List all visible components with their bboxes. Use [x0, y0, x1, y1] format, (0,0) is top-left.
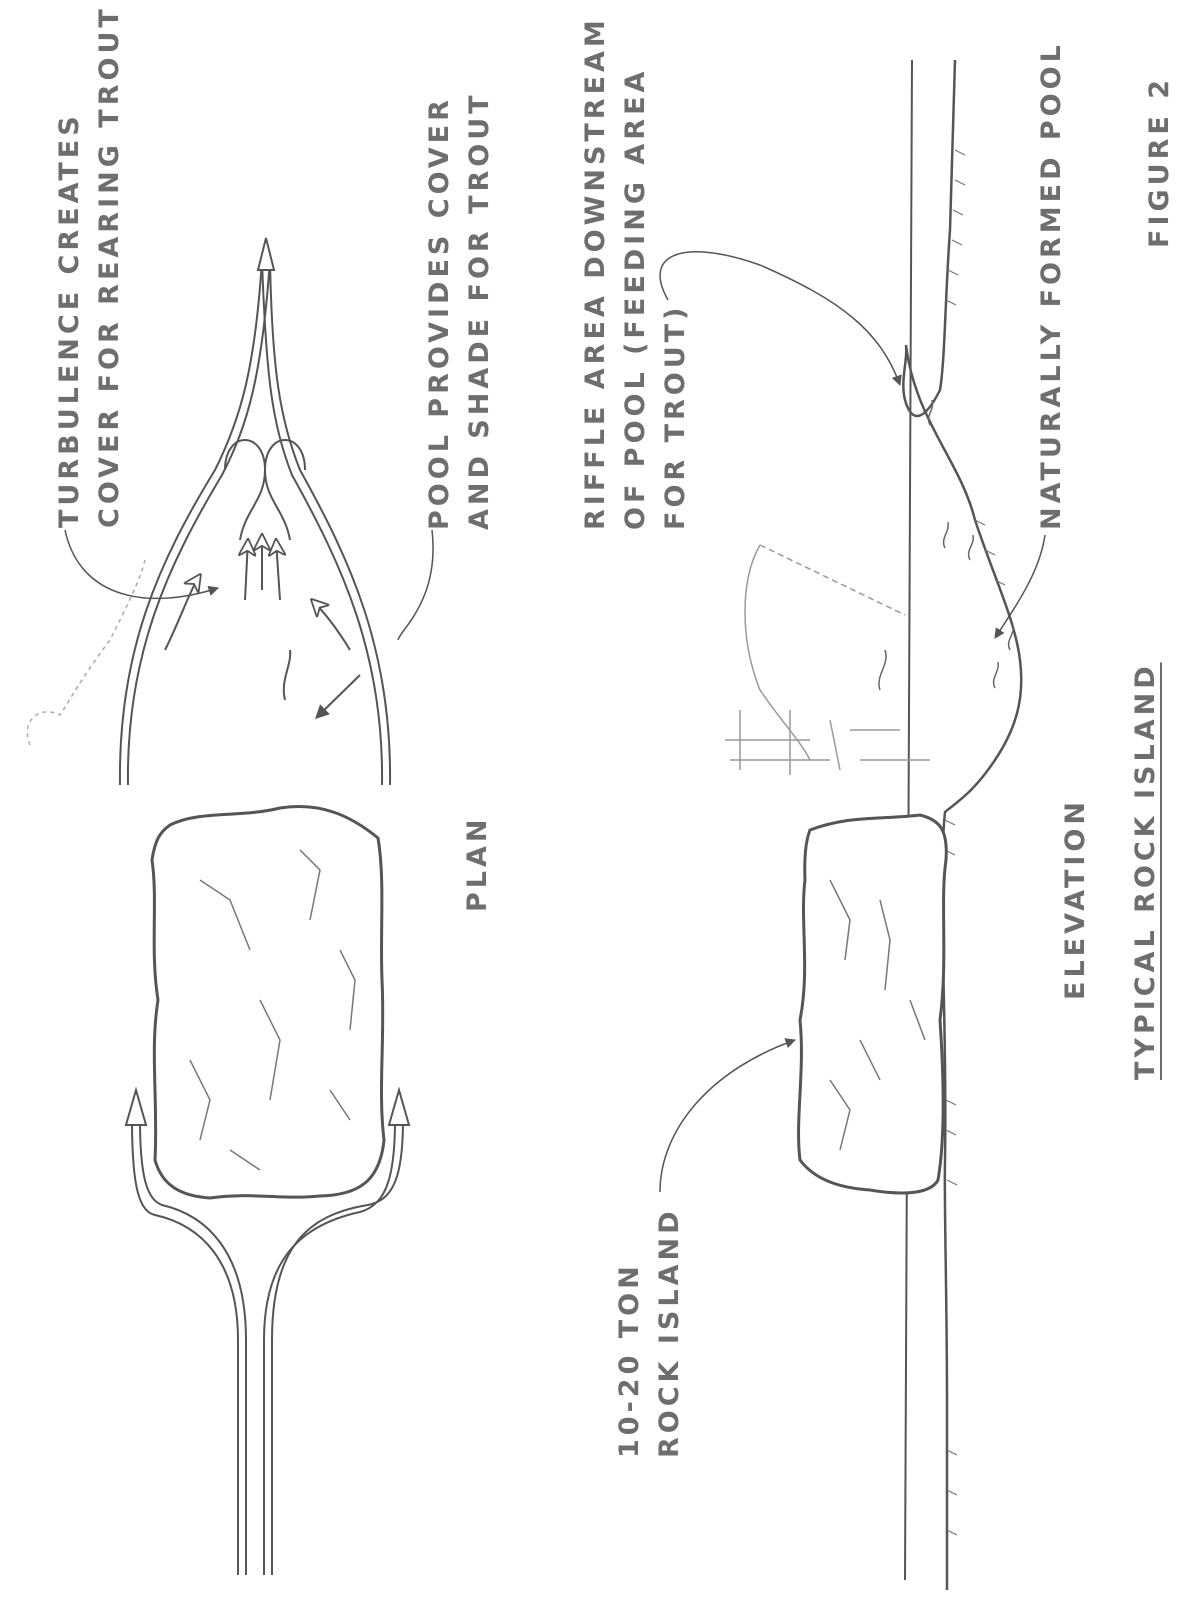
angler-figure	[725, 545, 930, 775]
pool-arrow	[316, 675, 360, 718]
plan-label: PLAN	[458, 816, 498, 913]
riffle-leader	[660, 252, 900, 385]
wake-flow	[120, 238, 390, 785]
plan-angler	[27, 560, 145, 745]
elevation-view	[660, 60, 1045, 1590]
rock-island-label-line1: 10-20 TON	[610, 1208, 650, 1458]
plan-rock	[152, 807, 384, 1198]
pool-cover-label-line2: AND SHADE FOR TROUT	[460, 91, 500, 530]
elevation-label: ELEVATION	[1056, 798, 1096, 1000]
pool-cover-label-line1: POOL PROVIDES COVER	[420, 91, 460, 530]
riffle-label-line3: FOR TROUT)	[656, 16, 696, 530]
bed-hatching	[945, 150, 1005, 1535]
turbulence-leader	[65, 530, 218, 598]
pool-leader	[398, 530, 433, 640]
diagram-title: TYPICAL ROCK ISLAND	[1126, 662, 1166, 1080]
elevation-rock	[799, 815, 947, 1193]
turbulence-label-line1: TURBULENCE CREATES	[50, 5, 90, 528]
naturally-formed-pool-label: NATURALLY FORMED POOL	[1032, 41, 1072, 530]
turbulence-label-line2: COVER FOR REARING TROUT	[90, 5, 130, 528]
rock-island-label-line2: ROCK ISLAND	[650, 1208, 690, 1458]
rock-island-label: 10-20 TON ROCK ISLAND	[610, 1208, 690, 1458]
plan-fish	[284, 650, 290, 700]
riffle-label-line2: OF POOL (FEEDING AREA	[616, 16, 656, 530]
pool-cover-label: POOL PROVIDES COVER AND SHADE FOR TROUT	[420, 91, 500, 530]
riffle-label-line1: RIFFLE AREA DOWNSTREAM	[576, 16, 616, 530]
figure-label: FIGURE 2	[1140, 76, 1180, 248]
riffle-label: RIFFLE AREA DOWNSTREAM OF POOL (FEEDING …	[576, 16, 696, 530]
elevation-fish	[879, 400, 1013, 690]
pool-leader-elev	[995, 535, 1045, 638]
turbulence-label: TURBULENCE CREATES COVER FOR REARING TRO…	[50, 5, 130, 528]
rock-island-leader	[660, 1040, 795, 1192]
